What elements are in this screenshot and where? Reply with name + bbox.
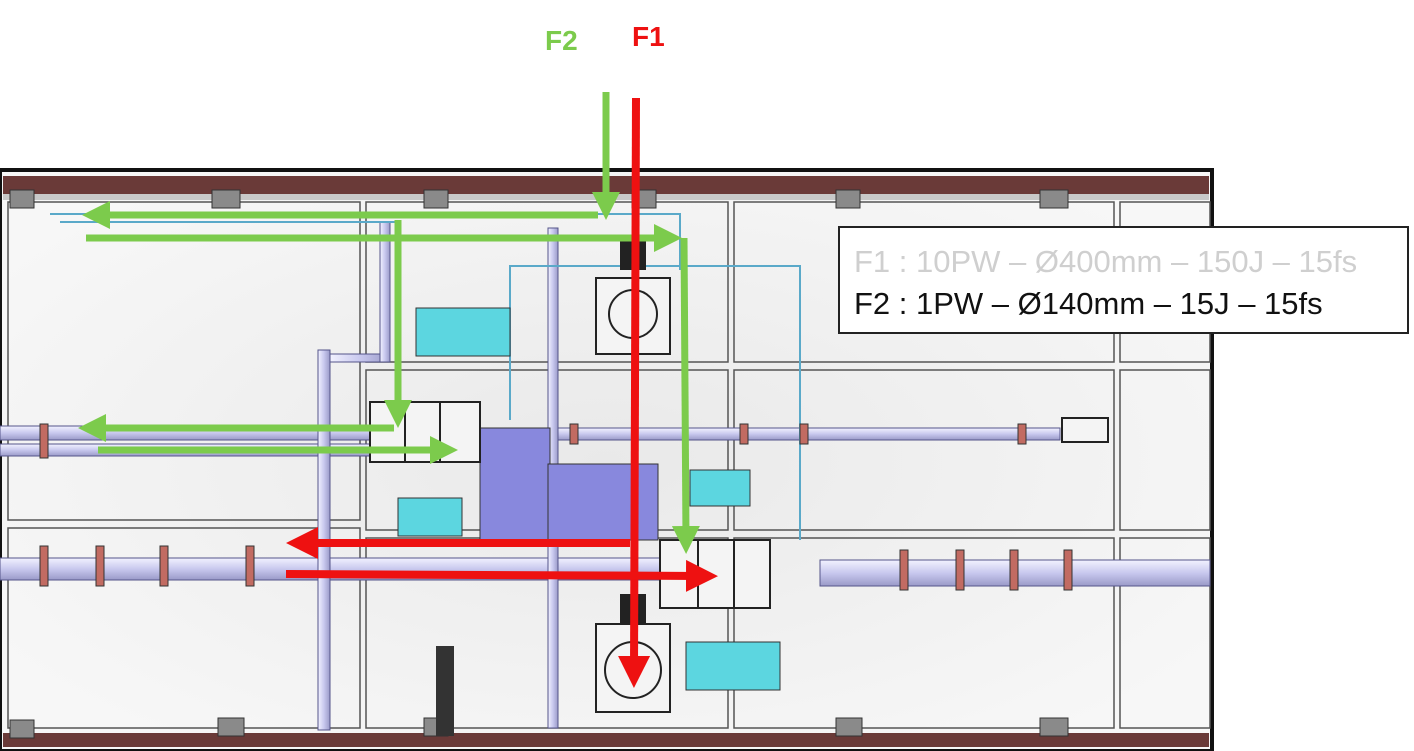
- pipe-flanges: [39, 423, 1073, 591]
- legend-box: F1 : 10PW – Ø400mm – 150J – 15fs F2 : 1P…: [838, 226, 1409, 334]
- beam-path-f2: [78, 92, 700, 554]
- beam-label-f2: F2: [545, 25, 578, 56]
- legend-line-f1: F1 : 10PW – Ø400mm – 150J – 15fs: [854, 244, 1358, 279]
- beam-path-f1: [285, 97, 718, 688]
- beam-label-f1: F1: [632, 21, 665, 52]
- legend-line-f2: F2 : 1PW – Ø140mm – 15J – 15fs: [854, 286, 1323, 321]
